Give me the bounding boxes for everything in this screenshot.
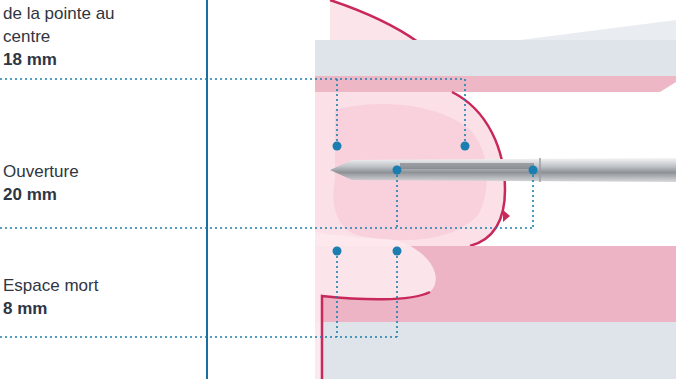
dimension-value: 18 mm (3, 48, 193, 71)
dimension-line (0, 79, 465, 146)
dimension-dot (461, 142, 470, 151)
dimension-dot (393, 247, 402, 256)
dimension-dot (333, 247, 342, 256)
top-plate-pad (315, 76, 676, 92)
dimension-value: 8 mm (3, 297, 193, 320)
needle-joint (539, 158, 541, 182)
nipple (503, 210, 510, 222)
dimension-value: 20 mm (3, 183, 193, 206)
dimension-dots (333, 142, 538, 256)
needle-aperture (400, 163, 534, 169)
dimension-line (0, 170, 533, 228)
dimension-line (0, 251, 397, 337)
dimension-caption: de la pointe au centre (3, 2, 163, 48)
top-plate-edge (520, 20, 676, 40)
breast-upper (330, 0, 418, 42)
dimension-caption: Ouverture (3, 160, 193, 183)
dimension-dot (333, 142, 342, 151)
bottom-plate (315, 322, 676, 379)
breast-lower (315, 232, 436, 379)
dimension-dot (529, 166, 538, 175)
dimension-lines (0, 79, 533, 337)
chest-wall (322, 292, 430, 379)
dimension-caption: Espace mort (3, 274, 193, 297)
breast-outline (330, 0, 418, 42)
biopsy-needle (330, 158, 676, 182)
top-plate (315, 40, 676, 76)
dimension-dot (393, 166, 402, 175)
axis-line (206, 0, 208, 379)
